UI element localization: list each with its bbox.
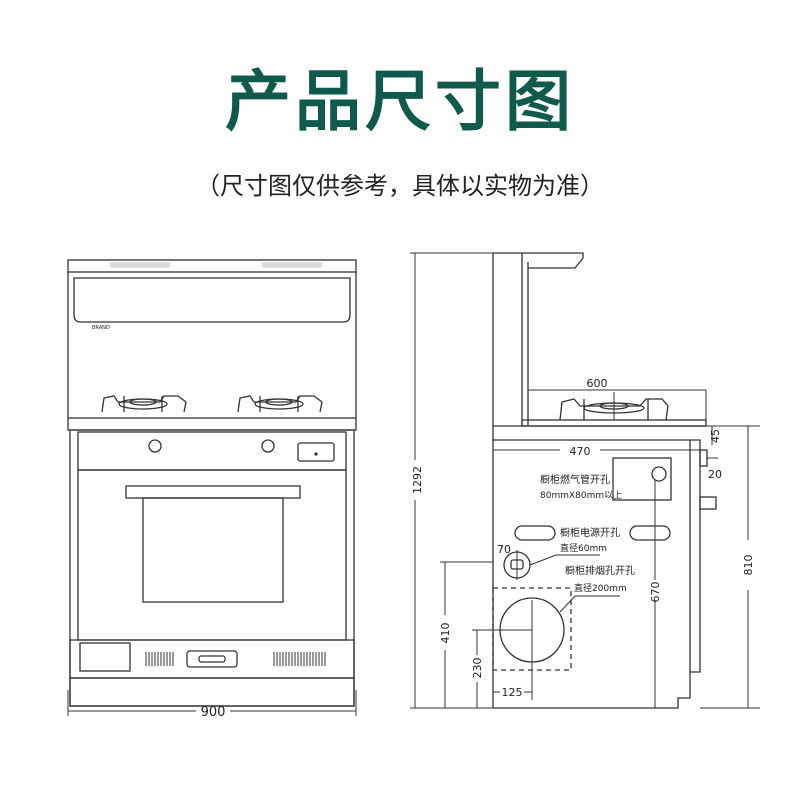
note-power-line2: 直径60mm — [560, 542, 607, 554]
side-gas-hole-circle — [651, 466, 667, 482]
note-exhaust-line1: 橱柜排烟孔开孔 — [565, 564, 635, 577]
front-cooktop — [67, 417, 357, 431]
dim-45: 45 — [709, 429, 722, 443]
note-power-line1: 橱柜电源开孔 — [560, 526, 620, 539]
side-hood — [522, 252, 584, 269]
side-power-slot-left — [514, 525, 556, 541]
side-view — [410, 252, 760, 709]
side-power-slot-right — [629, 525, 671, 541]
side-notes: 橱柜燃气管开孔 80mmX80mm以上 橱柜电源开孔 直径60mm 橱柜排烟孔开… — [540, 473, 635, 594]
front-view: BRAND — [67, 259, 357, 716]
front-knob-right — [261, 439, 275, 453]
front-burner-left — [101, 395, 187, 413]
dim-470: 470 — [570, 445, 591, 458]
dim-600: 600 — [587, 377, 608, 390]
front-width-label: 900 — [201, 705, 226, 720]
side-gas-fitting — [699, 449, 708, 467]
front-oven-door — [77, 469, 347, 641]
front-oven-window — [142, 497, 284, 603]
dim-670: 670 — [649, 582, 662, 603]
dim-125: 125 — [502, 686, 523, 699]
note-exhaust-line2: 直径200mm — [574, 582, 627, 594]
front-vent-left — [145, 652, 174, 666]
front-display — [297, 442, 335, 462]
front-hood-panel — [73, 277, 351, 323]
side-gas-hole — [612, 457, 672, 501]
side-height-dimension — [410, 252, 494, 709]
front-oven-handle — [125, 485, 301, 499]
front-vent-right — [273, 652, 326, 666]
front-knob-left — [148, 439, 162, 453]
front-drawer-handle — [186, 650, 238, 668]
front-burner-right — [237, 395, 323, 413]
page-title: 产品尺寸图 — [225, 63, 575, 140]
front-brand-label: BRAND — [92, 325, 110, 331]
side-cabinet — [493, 439, 701, 709]
dim-20: 20 — [708, 468, 722, 481]
page-subtitle: （尺寸图仅供参考，具体以实物为准） — [196, 172, 604, 200]
dim-410: 410 — [439, 623, 452, 644]
front-cabinet — [69, 429, 355, 707]
front-width-dimension — [67, 690, 357, 716]
side-exhaust-fitting — [699, 496, 717, 510]
side-dimension-labels: 1292 600 470 45 20 70 670 810 410 230 12… — [411, 377, 755, 699]
dim-230: 230 — [471, 658, 484, 679]
note-gas-line1: 橱柜燃气管开孔 — [540, 473, 610, 486]
dim-1292: 1292 — [411, 466, 424, 494]
dim-70: 70 — [497, 543, 511, 556]
front-hood-cap — [67, 259, 357, 273]
front-drawer-left — [79, 642, 131, 672]
dim-810: 810 — [742, 555, 755, 576]
note-gas-line2: 80mmX80mm以上 — [540, 490, 622, 501]
